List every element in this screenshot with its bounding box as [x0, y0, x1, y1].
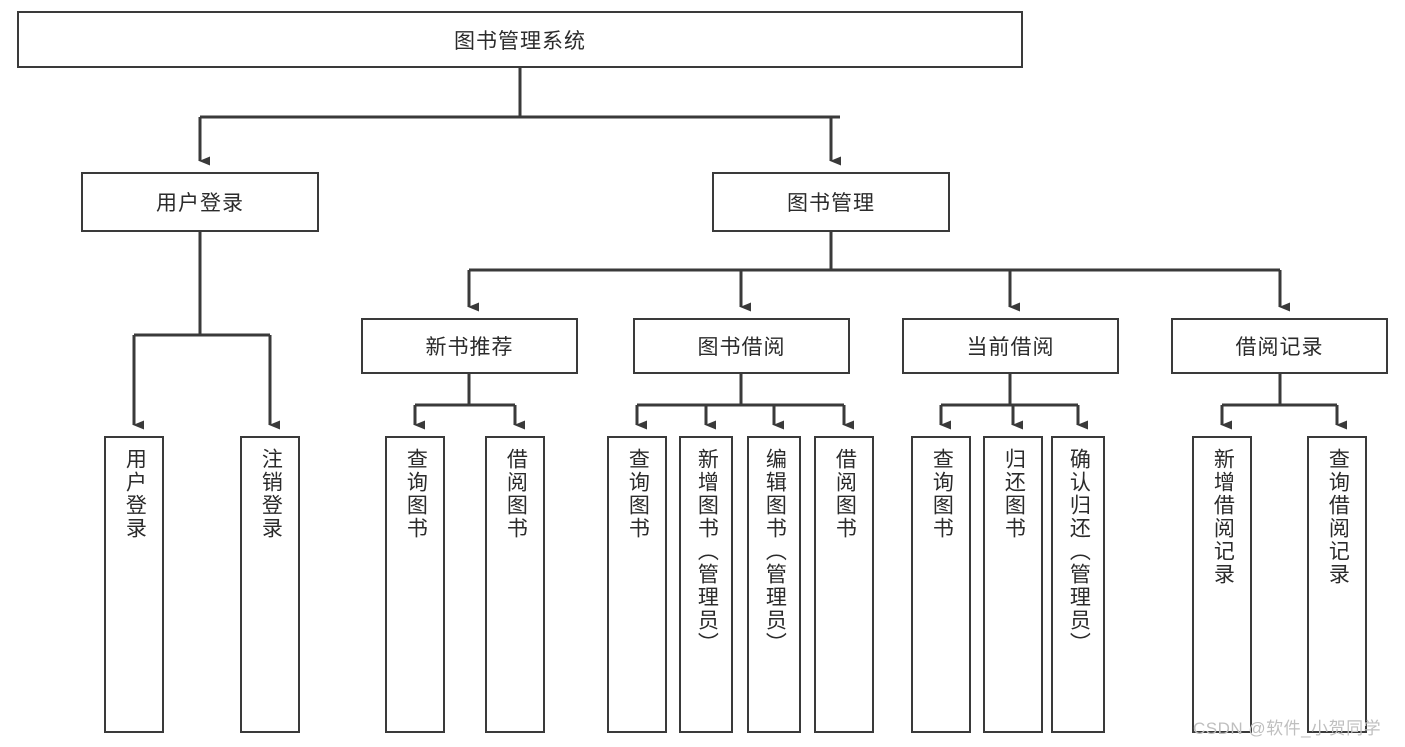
leaf-borrow-book-2-label: 借阅图书	[833, 448, 857, 540]
node-book-manage[interactable]: 图书管理	[712, 172, 950, 232]
node-leaf-query-book-3[interactable]: 查询图书	[911, 436, 971, 733]
leaf-return-book-label: 归还图书	[1002, 448, 1026, 540]
leaf-query-book-2-label: 查询图书	[626, 448, 650, 540]
node-book-manage-label: 图书管理	[787, 192, 875, 215]
node-leaf-query-book-1[interactable]: 查询图书	[385, 436, 445, 733]
node-user-login-label: 用户登录	[156, 192, 244, 215]
csdn-watermark: CSDN @软件_小贺同学	[1193, 719, 1382, 738]
leaf-user-login-label: 用户登录	[123, 448, 147, 540]
node-leaf-user-login[interactable]: 用户登录	[104, 436, 164, 733]
node-leaf-query-record[interactable]: 查询借阅记录	[1307, 436, 1367, 733]
leaf-confirm-return-label: 确认归还（管理员）	[1067, 448, 1091, 655]
node-user-login[interactable]: 用户登录	[81, 172, 319, 232]
node-root[interactable]: 图书管理系统	[17, 11, 1023, 68]
node-leaf-edit-book[interactable]: 编辑图书（管理员）	[747, 436, 801, 733]
leaf-logout-label: 注销登录	[259, 448, 283, 540]
node-leaf-borrow-book-1[interactable]: 借阅图书	[485, 436, 545, 733]
node-borrow-record[interactable]: 借阅记录	[1171, 318, 1388, 374]
node-book-borrow-label: 图书借阅	[697, 336, 786, 359]
node-current-borrow-label: 当前借阅	[966, 336, 1055, 359]
leaf-edit-book-label: 编辑图书（管理员）	[763, 448, 787, 655]
leaf-add-record-label: 新增借阅记录	[1211, 448, 1235, 586]
node-leaf-logout[interactable]: 注销登录	[240, 436, 300, 733]
leaf-query-book-3-label: 查询图书	[930, 448, 954, 540]
node-root-label: 图书管理系统	[454, 29, 586, 53]
node-leaf-query-book-2[interactable]: 查询图书	[607, 436, 667, 733]
node-new-book-rec[interactable]: 新书推荐	[361, 318, 578, 374]
node-leaf-confirm-return[interactable]: 确认归还（管理员）	[1051, 436, 1105, 733]
node-leaf-add-record[interactable]: 新增借阅记录	[1192, 436, 1252, 733]
node-book-borrow[interactable]: 图书借阅	[633, 318, 850, 374]
node-leaf-borrow-book-2[interactable]: 借阅图书	[814, 436, 874, 733]
node-borrow-record-label: 借阅记录	[1235, 336, 1324, 359]
node-leaf-return-book[interactable]: 归还图书	[983, 436, 1043, 733]
node-current-borrow[interactable]: 当前借阅	[902, 318, 1119, 374]
node-new-book-rec-label: 新书推荐	[425, 336, 514, 359]
leaf-borrow-book-1-label: 借阅图书	[504, 448, 528, 540]
node-leaf-add-book[interactable]: 新增图书（管理员）	[679, 436, 733, 733]
leaf-add-book-label: 新增图书（管理员）	[695, 448, 719, 655]
leaf-query-book-1-label: 查询图书	[404, 448, 428, 540]
leaf-query-record-label: 查询借阅记录	[1326, 448, 1350, 586]
